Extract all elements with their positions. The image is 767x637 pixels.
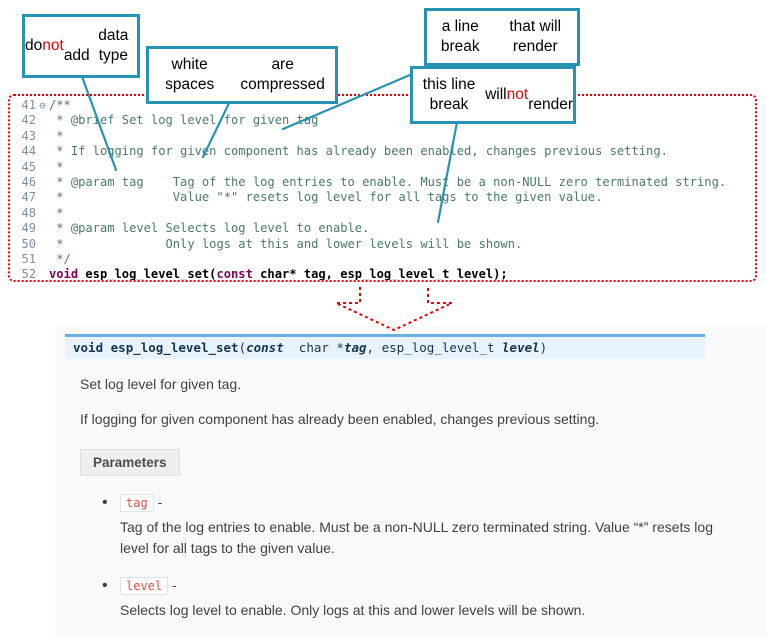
callout-do-not-add-data-type: do not add data type <box>22 14 140 78</box>
fold-spacer <box>36 206 49 221</box>
fold-spacer <box>36 113 49 128</box>
editor-line: 41⊖/** <box>10 98 755 113</box>
code-text: * Value "*" resets log level for all tag… <box>49 190 603 205</box>
editor-line: 45 * <box>10 160 755 175</box>
editor-line: 49 * @param level Selects log level to e… <box>10 221 755 236</box>
code-text: * @param level Selects log level to enab… <box>49 221 370 236</box>
line-number: 45 <box>21 159 36 174</box>
code-text: void esp_log_level_set(const char* tag, … <box>49 267 508 282</box>
fold-collapse-icon: ⊖ <box>39 99 46 112</box>
fold-spacer <box>36 237 49 252</box>
callout-line-break-renders: a line break that will render <box>424 8 580 66</box>
highlighted-word: not <box>42 36 64 54</box>
fold-spacer <box>36 190 49 205</box>
code-editor: 41⊖/**42 * @brief Set log level for give… <box>8 94 757 282</box>
line-number: 43 <box>21 128 36 143</box>
line-number: 46 <box>21 175 36 190</box>
callout-white-spaces-compressed: white spaces are compressed <box>146 46 338 104</box>
editor-line: 44 * If logging for given component has … <box>10 144 755 159</box>
param-head: tag - <box>120 494 757 512</box>
rendered-doc: void esp_log_level_set(const char *tag, … <box>55 326 767 637</box>
callout-text: do <box>25 36 47 54</box>
callout-text: that will render <box>509 17 566 55</box>
editor-line: 47 * Value "*" resets log level for all … <box>10 190 755 205</box>
param-name-chip: tag <box>120 494 154 512</box>
param-list: tag - Tag of the log entries to enable. M… <box>80 494 757 621</box>
code-text: */ <box>49 252 71 267</box>
callout-text: are compressed <box>240 55 325 93</box>
callout-line-break-not-render: this line break will not render <box>410 66 576 124</box>
function-signature: void esp_log_level_set(const char *tag, … <box>65 334 705 359</box>
code-text: * If logging for given component has alr… <box>49 144 668 159</box>
editor-line: 51 */ <box>10 252 755 267</box>
editor-line: 46 * @param tag Tag of the log entries t… <box>10 175 755 190</box>
line-number: 41 <box>21 98 36 112</box>
param-separator: - <box>168 577 177 593</box>
doc-detail: If logging for given component has alrea… <box>80 411 600 427</box>
code-text: /** <box>49 98 71 112</box>
callout-text: will <box>485 85 511 103</box>
param-separator: - <box>153 494 163 510</box>
callout-text: data type <box>98 26 133 64</box>
editor-line: 43 * <box>10 129 755 144</box>
code-text: * @brief Set log level for given tag <box>49 113 319 128</box>
line-number: 49 <box>21 221 36 236</box>
callout-text: this line break <box>422 75 480 113</box>
callout-text: add <box>63 26 90 64</box>
code-text: * <box>49 205 64 220</box>
line-number: 50 <box>21 236 36 251</box>
callout-text: white spaces <box>165 55 215 93</box>
red-dotted-arrow <box>335 287 453 331</box>
highlighted-word: not <box>506 85 529 103</box>
line-number: 42 <box>21 113 36 128</box>
param-name-chip: level <box>120 577 169 595</box>
line-number: 48 <box>21 205 36 220</box>
code-text: * @param tag Tag of the log entries to e… <box>49 175 727 190</box>
fold-spacer <box>36 252 49 267</box>
fold-spacer <box>36 175 49 190</box>
editor-line: 48 * <box>10 206 755 221</box>
editor-line: 42 * @brief Set log level for given tag <box>10 113 755 128</box>
editor-lines: 41⊖/**42 * @brief Set log level for give… <box>10 98 755 282</box>
fold-spacer <box>36 221 49 236</box>
param-item: level - Selects log level to enable. Only… <box>80 577 757 621</box>
fold-spacer <box>36 129 49 144</box>
code-text: * <box>49 159 64 174</box>
fold-spacer <box>36 144 49 159</box>
code-text: * <box>49 128 64 143</box>
doc-brief: Set log level for given tag. <box>80 376 242 392</box>
line-number: 44 <box>21 144 36 159</box>
param-desc: Selects log level to enable. Only logs a… <box>120 602 586 618</box>
code-text: * Only logs at this and lower levels wil… <box>49 236 523 251</box>
editor-line: 50 * Only logs at this and lower levels … <box>10 237 755 252</box>
param-desc: Tag of the log entries to enable. Must b… <box>120 519 713 556</box>
line-number: 51 <box>21 252 36 267</box>
callout-text: render <box>528 75 573 113</box>
fold-spacer <box>36 267 49 280</box>
param-head: level - <box>120 577 757 595</box>
parameters-label: Parameters <box>80 449 180 476</box>
line-number: 47 <box>21 190 36 205</box>
editor-line: 52 void esp_log_level_set(const char* tag… <box>10 267 755 282</box>
line-number: 52 <box>21 267 36 282</box>
fold-spacer <box>36 160 49 175</box>
callout-text: a line break <box>440 17 484 55</box>
param-item: tag - Tag of the log entries to enable. M… <box>80 494 757 559</box>
